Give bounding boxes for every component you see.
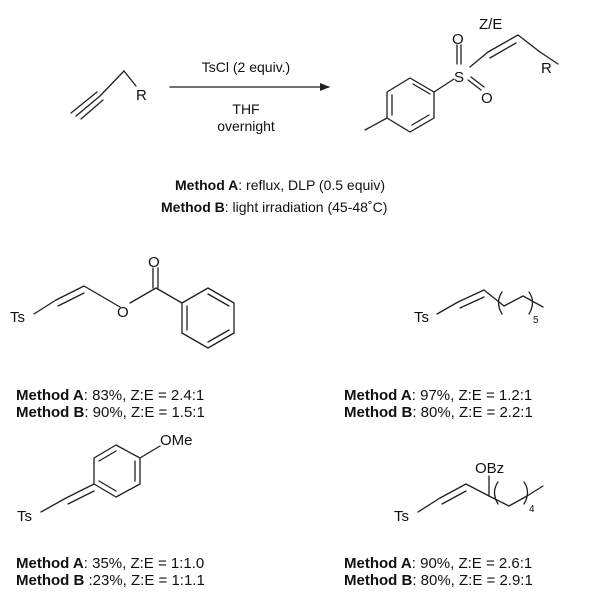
method-a-desc: : reflux, DLP (0.5 equiv) — [238, 177, 385, 193]
method-b-desc: : light irradiation (45-48˚C) — [225, 199, 388, 215]
arrow-time-label: overnight — [217, 118, 275, 134]
product-1-result-b-method: Method B — [16, 404, 84, 421]
product-3-structure: Ts OMe — [17, 432, 193, 525]
product-2-result-b-method: Method B — [344, 404, 412, 421]
product-r-label: R — [541, 60, 552, 77]
product-3-result-b: Method B :23%, Z:E = 1:1.1 — [16, 572, 205, 589]
product-2-result-a-method: Method A — [344, 387, 412, 404]
product-1-carbonyl-o: O — [148, 254, 160, 271]
reaction-arrow: TsCl (2 equiv.) THF overnight — [169, 59, 330, 134]
product-2-result-b-text: : 80%, Z:E = 2.2:1 — [412, 404, 532, 421]
product-4-result-b: Method B: 80%, Z:E = 2.9:1 — [344, 572, 533, 589]
sulfone-o-bottom: O — [481, 90, 493, 107]
sulfone-o-top: O — [452, 31, 464, 48]
product-1-result-b: Method B: 90%, Z:E = 1.5:1 — [16, 404, 205, 421]
product-3-results: Method A: 35%, Z:E = 1:1.0 Method B :23%… — [16, 555, 205, 589]
product-1-result-a: Method A: 83%, Z:E = 2.4:1 — [16, 387, 204, 404]
product-4-structure: Ts OBz 4 — [394, 460, 544, 525]
arrow-reagent-label: TsCl (2 equiv.) — [202, 59, 290, 75]
product-4-result-b-text: : 80%, Z:E = 2.9:1 — [412, 572, 532, 589]
product-4-obz-label: OBz — [475, 460, 504, 477]
method-a-name: Method A — [175, 177, 238, 193]
product-2-subscript: 5 — [533, 315, 539, 326]
product-1-ts-label: Ts — [10, 309, 25, 326]
product-vinyl-sulfone: O S O R Z/E — [364, 16, 559, 133]
stereo-label: Z/E — [479, 16, 502, 33]
method-conditions: Method A: reflux, DLP (0.5 equiv) Method… — [161, 177, 387, 215]
reactant-propargyl: R — [70, 70, 147, 120]
product-3-result-b-text: :23%, Z:E = 1:1.1 — [84, 572, 204, 589]
product-4-result-a-text: : 90%, Z:E = 2.6:1 — [412, 555, 532, 572]
reactant-r-label: R — [136, 87, 147, 104]
product-4-subscript: 4 — [529, 504, 535, 515]
product-1-result-a-method: Method A — [16, 387, 84, 404]
product-3-ts-label: Ts — [17, 508, 32, 525]
sulfone-s-label: S — [454, 69, 464, 86]
product-1-ester-o: O — [117, 304, 129, 321]
product-3-ome-label: OMe — [160, 432, 193, 449]
product-1-results: Method A: 83%, Z:E = 2.4:1 Method B: 90%… — [16, 387, 205, 421]
product-1-result-a-text: : 83%, Z:E = 2.4:1 — [84, 387, 204, 404]
product-2-results: Method A: 97%, Z:E = 1.2:1 Method B: 80%… — [344, 387, 533, 421]
product-4-result-b-method: Method B — [344, 572, 412, 589]
method-b-conditions: Method B: light irradiation (45-48˚C) — [161, 199, 387, 215]
product-4-result-a: Method A: 90%, Z:E = 2.6:1 — [344, 555, 532, 572]
product-4-result-a-method: Method A — [344, 555, 412, 572]
product-2-result-b: Method B: 80%, Z:E = 2.2:1 — [344, 404, 533, 421]
product-3-result-a: Method A: 35%, Z:E = 1:1.0 — [16, 555, 204, 572]
product-1-structure: Ts O O — [10, 254, 235, 349]
arrow-solvent-label: THF — [232, 101, 259, 117]
product-2-result-a-text: : 97%, Z:E = 1.2:1 — [412, 387, 532, 404]
method-b-name: Method B — [161, 199, 225, 215]
product-3-result-a-method: Method A — [16, 555, 84, 572]
product-4-ts-label: Ts — [394, 508, 409, 525]
method-a-conditions: Method A: reflux, DLP (0.5 equiv) — [175, 177, 385, 193]
product-1-result-b-text: : 90%, Z:E = 1.5:1 — [84, 404, 204, 421]
product-2-structure: Ts 5 — [414, 289, 544, 326]
product-4-results: Method A: 90%, Z:E = 2.6:1 Method B: 80%… — [344, 555, 533, 589]
product-3-result-b-method: Method B — [16, 572, 84, 589]
product-3-result-a-text: : 35%, Z:E = 1:1.0 — [84, 555, 204, 572]
product-2-result-a: Method A: 97%, Z:E = 1.2:1 — [344, 387, 532, 404]
product-2-ts-label: Ts — [414, 309, 429, 326]
